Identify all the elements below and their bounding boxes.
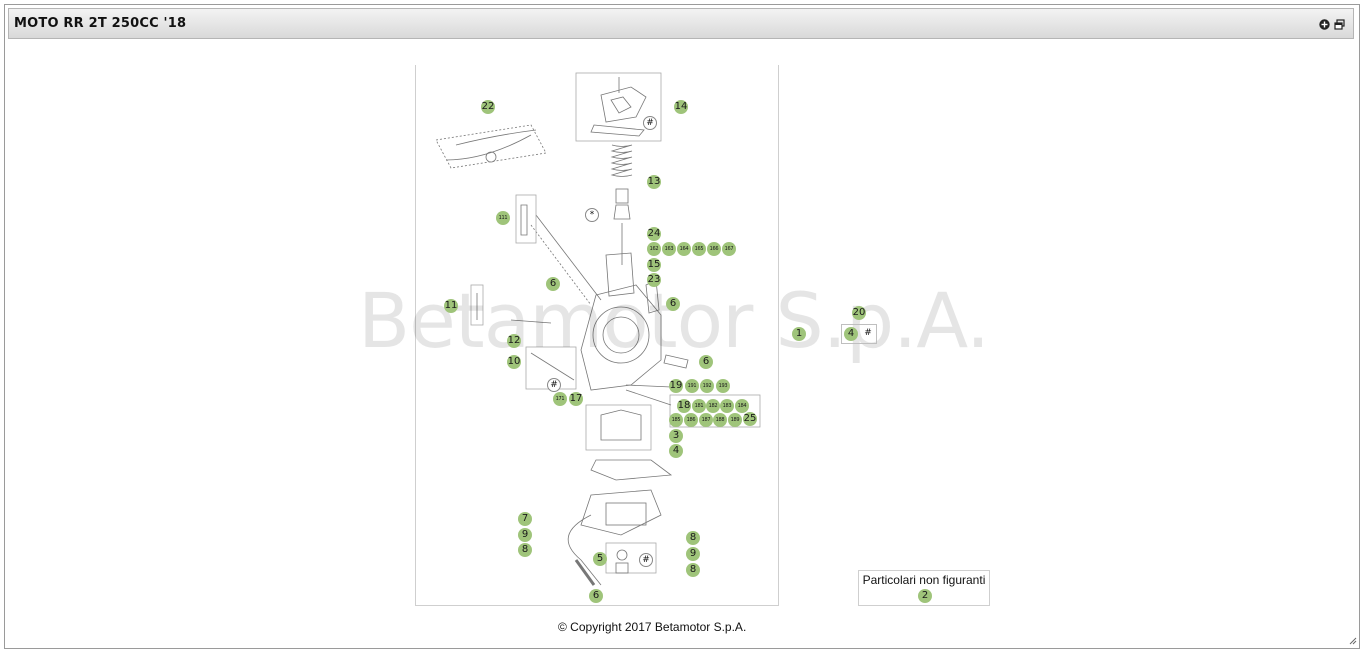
callout-162[interactable]: 162 bbox=[647, 242, 661, 256]
callout-171[interactable]: 171 bbox=[553, 392, 567, 406]
callout-2[interactable]: 2 bbox=[918, 589, 932, 603]
callout-166[interactable]: 166 bbox=[707, 242, 721, 256]
callout-111[interactable]: 111 bbox=[496, 211, 510, 225]
callout-17[interactable]: 17 bbox=[569, 392, 583, 406]
titlebar-icons bbox=[1319, 19, 1345, 30]
group-box-20 bbox=[841, 324, 877, 344]
callout-192[interactable]: 192 bbox=[700, 379, 714, 393]
callout-9[interactable]: 9 bbox=[518, 528, 532, 542]
callout-185[interactable]: 185 bbox=[669, 413, 683, 427]
hash-marker: # bbox=[547, 378, 561, 392]
callout-181[interactable]: 181 bbox=[692, 399, 706, 413]
callout-164[interactable]: 164 bbox=[677, 242, 691, 256]
callout-10[interactable]: 10 bbox=[507, 355, 521, 369]
callout-167[interactable]: 167 bbox=[722, 242, 736, 256]
callout-22[interactable]: 22 bbox=[481, 100, 495, 114]
callout-163[interactable]: 163 bbox=[662, 242, 676, 256]
page-title: MOTO RR 2T 250CC '18 bbox=[14, 16, 187, 31]
callout-19[interactable]: 19 bbox=[669, 379, 683, 393]
non-figuring-label: Particolari non figuranti bbox=[862, 573, 986, 587]
callout-6[interactable]: 6 bbox=[666, 297, 680, 311]
copyright-text: © Copyright 2017 Betamotor S.p.A. bbox=[558, 620, 747, 634]
callout-6[interactable]: 6 bbox=[699, 355, 713, 369]
callout-20[interactable]: 20 bbox=[852, 306, 866, 320]
star-marker: * bbox=[585, 208, 599, 222]
callout-191[interactable]: 191 bbox=[685, 379, 699, 393]
hash-marker: # bbox=[861, 327, 875, 341]
callout-13[interactable]: 13 bbox=[647, 175, 661, 189]
resize-grip-icon[interactable] bbox=[1349, 637, 1357, 645]
callout-24[interactable]: 24 bbox=[647, 227, 661, 241]
callout-15[interactable]: 15 bbox=[647, 258, 661, 272]
callout-193[interactable]: 193 bbox=[716, 379, 730, 393]
callout-187[interactable]: 187 bbox=[699, 413, 713, 427]
callout-165[interactable]: 165 bbox=[692, 242, 706, 256]
hash-marker: # bbox=[639, 553, 653, 567]
callout-184[interactable]: 184 bbox=[735, 399, 749, 413]
callout-11[interactable]: 11 bbox=[444, 299, 458, 313]
callout-6[interactable]: 6 bbox=[546, 277, 560, 291]
non-figuring-parts-box: Particolari non figuranti 2 bbox=[858, 570, 990, 606]
popout-icon[interactable] bbox=[1334, 19, 1345, 30]
callout-183[interactable]: 183 bbox=[720, 399, 734, 413]
callout-8[interactable]: 8 bbox=[518, 543, 532, 557]
callout-188[interactable]: 188 bbox=[713, 413, 727, 427]
callout-1[interactable]: 1 bbox=[792, 327, 806, 341]
callout-189[interactable]: 189 bbox=[728, 413, 742, 427]
callout-12[interactable]: 12 bbox=[507, 334, 521, 348]
callout-9[interactable]: 9 bbox=[686, 547, 700, 561]
callout-186[interactable]: 186 bbox=[684, 413, 698, 427]
callout-6[interactable]: 6 bbox=[589, 589, 603, 603]
callout-182[interactable]: 182 bbox=[706, 399, 720, 413]
callout-4[interactable]: 4 bbox=[669, 444, 683, 458]
hash-marker: # bbox=[643, 116, 657, 130]
callout-7[interactable]: 7 bbox=[518, 512, 532, 526]
exploded-parts-diagram bbox=[415, 65, 779, 606]
plus-circle-icon[interactable] bbox=[1319, 19, 1330, 30]
callout-14[interactable]: 14 bbox=[674, 100, 688, 114]
callout-3[interactable]: 3 bbox=[669, 429, 683, 443]
carburetor-drawing bbox=[435, 72, 761, 586]
callout-5[interactable]: 5 bbox=[593, 552, 607, 566]
callout-25[interactable]: 25 bbox=[743, 412, 757, 426]
callout-18[interactable]: 18 bbox=[677, 399, 691, 413]
callout-23[interactable]: 23 bbox=[647, 273, 661, 287]
panel-titlebar: MOTO RR 2T 250CC '18 bbox=[8, 8, 1354, 39]
callout-8[interactable]: 8 bbox=[686, 531, 700, 545]
callout-4[interactable]: 4 bbox=[844, 327, 858, 341]
callout-8[interactable]: 8 bbox=[686, 563, 700, 577]
